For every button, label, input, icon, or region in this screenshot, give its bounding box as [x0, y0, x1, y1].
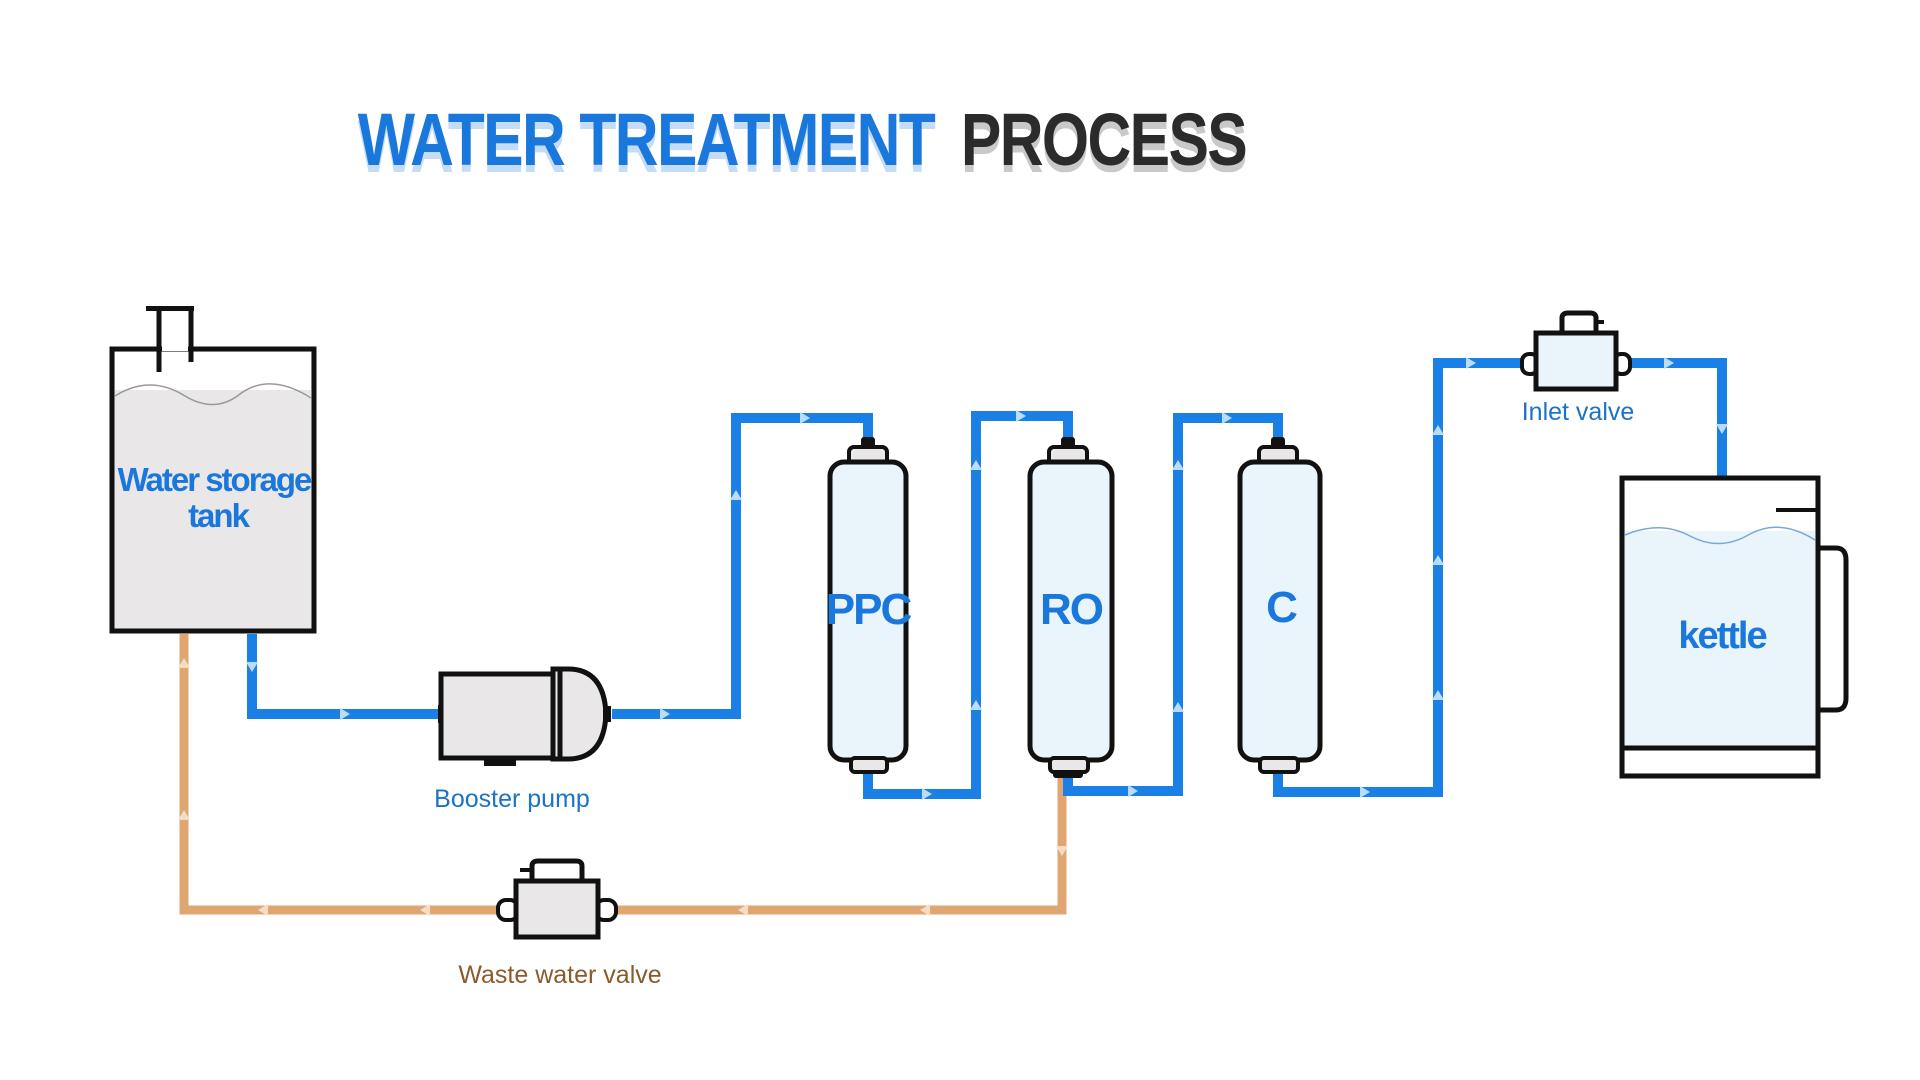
waste-pipe-arrows: [178, 658, 1068, 916]
tank-label-line-1: Water storage: [118, 461, 312, 498]
booster-pump-label: Booster pump: [434, 785, 590, 813]
water-storage-tank: Water storage tank: [109, 306, 317, 634]
c-filter: C: [1237, 437, 1323, 774]
title-part-2: PROCESS: [961, 99, 1246, 181]
svg-text:WATER TREATMENT PROCESS: WATER TREATMENT PROCESS: [358, 99, 1246, 181]
page-title: WATER TREATMENT PROCESS WATER TREATMENT …: [358, 99, 1420, 212]
ppc-filter: PPC: [826, 437, 913, 774]
tank-label-line-2: tank: [188, 497, 251, 534]
clean-pipe-arrows: [246, 357, 1728, 800]
waste-pipe: [179, 634, 1067, 915]
title-part-1: WATER TREATMENT: [358, 99, 936, 181]
booster-pump: Booster pump: [434, 666, 611, 813]
c-label: C: [1266, 583, 1297, 632]
waste-valve-label: Waste water valve: [458, 961, 661, 989]
waste-water-valve: Waste water valve: [458, 858, 662, 989]
ro-label: RO: [1040, 585, 1103, 634]
ppc-label: PPC: [826, 585, 912, 634]
inlet-valve: Inlet valve: [1520, 310, 1635, 426]
kettle: kettle: [1619, 475, 1849, 779]
inlet-valve-label: Inlet valve: [1522, 398, 1635, 426]
ro-filter: RO: [1027, 437, 1115, 778]
kettle-label: kettle: [1678, 615, 1766, 657]
